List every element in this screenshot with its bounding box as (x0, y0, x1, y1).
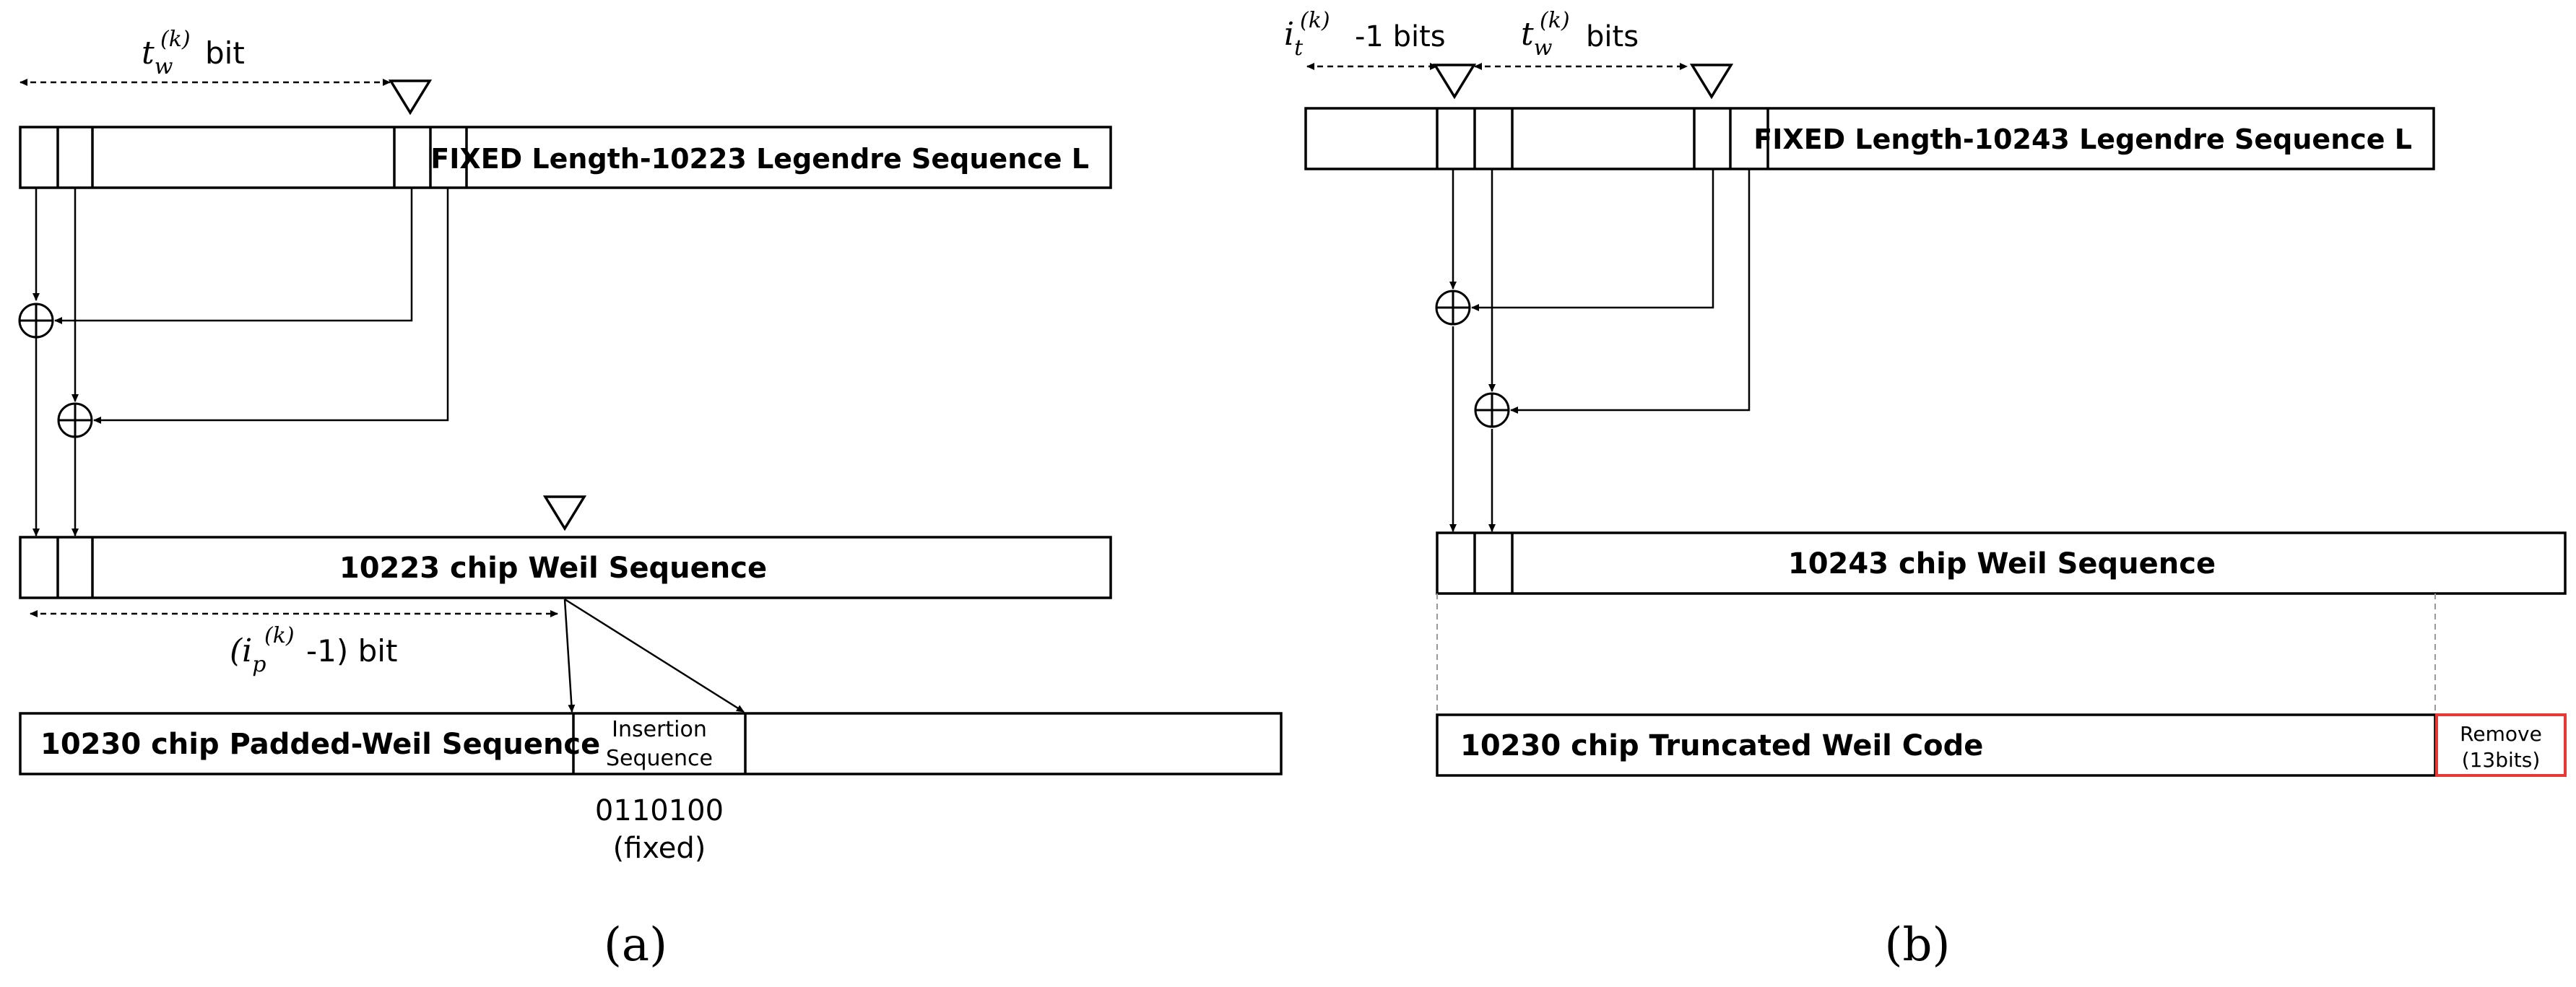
weil-sequence-bar-a (19, 536, 1112, 599)
caption-a: (a) (604, 918, 667, 972)
panel-b: it (k) -1 bits tw (k) bits FIXED Length-… (1284, 8, 2567, 972)
legendre-label-a: FIXED Length-10223 Legendre Sequence L (430, 143, 1089, 175)
ip-sup-a: (k) (264, 623, 295, 648)
tw-label-b: tw (1521, 16, 1553, 61)
legendre-sequence-bar-b (1304, 107, 2435, 170)
panel-a: tw (k) bit FIXED Length-10223 Legendre S… (18, 27, 1283, 972)
weil-label-a: 10223 chip Weil Sequence (339, 552, 767, 585)
padded-weil-sequence-bar (19, 712, 1283, 775)
tw-sup-a: (k) (160, 27, 191, 52)
remove-13bits-box (2435, 713, 2567, 777)
it-sup-b: (k) (1300, 8, 1330, 33)
pointer-triangle-icon (1434, 64, 1475, 98)
it-suffix-b: -1 bits (1355, 20, 1446, 53)
it-label-b: it (1284, 16, 1304, 61)
pointer-triangle-icon (544, 495, 586, 530)
tw-suffix-a: bit (205, 35, 245, 71)
insertion-line2: Sequence (606, 746, 713, 771)
ip-label-a: (ip (230, 632, 266, 677)
caption-b: (b) (1885, 918, 1951, 972)
padded-label: 10230 chip Padded-Weil Sequence (40, 728, 600, 761)
xor-icon (18, 303, 54, 339)
tw-suffix-b: bits (1586, 20, 1639, 53)
tw-label-a: tw (142, 35, 173, 79)
weil-sequence-bar-b (1436, 531, 2567, 595)
insertion-value: 0110100 (595, 794, 724, 827)
truncated-label: 10230 chip Truncated Weil Code (1460, 729, 1983, 762)
weil-label-b: 10243 chip Weil Sequence (1788, 547, 2216, 581)
remove-line2: (13bits) (2462, 748, 2541, 772)
ip-suffix-a: -1) bit (306, 633, 397, 669)
pointer-triangle-icon (389, 79, 431, 114)
legendre-label-b: FIXED Length-10243 Legendre Sequence L (1753, 123, 2412, 155)
xor-icon (1435, 290, 1471, 326)
xor-icon (57, 402, 93, 438)
pointer-triangle-icon (1691, 64, 1732, 98)
insertion-note: (fixed) (613, 832, 706, 865)
remove-line1: Remove (2460, 722, 2542, 746)
insertion-line1: Insertion (612, 717, 707, 742)
xor-icon (1474, 392, 1510, 428)
legendre-sequence-bar-a (19, 126, 1112, 189)
tw-sup-b: (k) (1540, 8, 1570, 33)
